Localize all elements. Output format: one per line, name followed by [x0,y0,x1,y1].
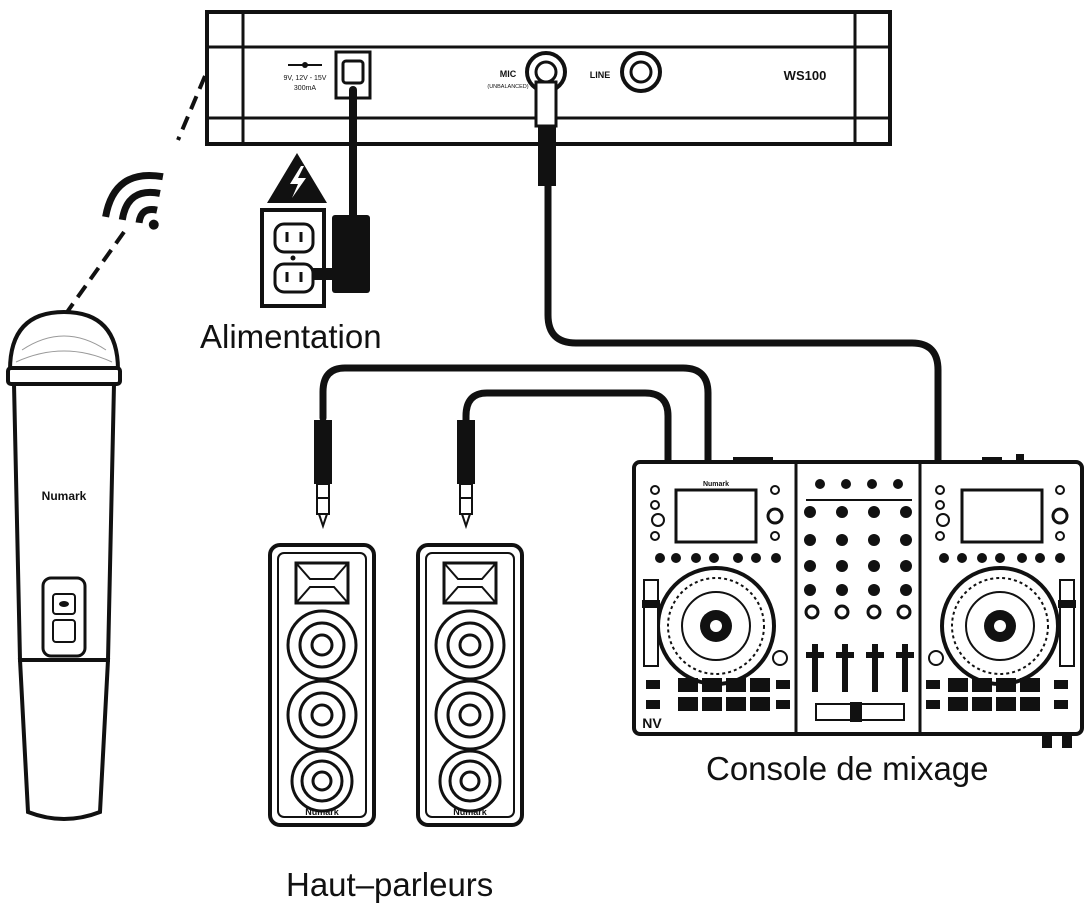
outlet-socket-top [273,222,315,254]
deck-left-pitch-fader[interactable] [642,579,660,667]
deck-left-pads[interactable] [678,678,770,711]
power-adapter [312,215,370,293]
mic-to-mixer-cable [544,181,942,466]
channel-faders[interactable] [806,644,914,692]
crossfader[interactable] [815,702,905,722]
speaker2-plug [457,420,475,530]
dj-controller: Numark [632,454,1084,748]
speaker-driver [290,749,354,813]
deck-right-display [960,488,1044,544]
speaker-brand: Numark [305,807,340,817]
mixer-to-speaker2-cable [462,389,672,466]
speaker1-plug [314,420,332,530]
deck-left-jog-wheel[interactable] [656,566,776,686]
dc-polarity-icon [288,62,322,68]
deck-right-pitch-fader[interactable] [1058,579,1076,667]
model-label: WS100 [784,68,827,83]
speaker-right: Numark [416,543,524,827]
wifi-icon [102,172,164,230]
wireless-microphone: Numark [6,309,122,821]
microphone-brand: Numark [42,489,87,503]
line-label: LINE [590,70,611,80]
power-spec-line2: 300mA [294,85,317,92]
speaker-driver [438,749,502,813]
speakers-label: Haut–parleurs [286,866,494,903]
speaker-driver [286,679,358,751]
deck-left: Numark [642,481,790,731]
mixer-to-speaker1-cable [319,364,712,466]
mixer-section [804,479,914,722]
microphone-power-switch[interactable] [41,576,87,658]
speaker-driver [434,609,506,681]
microphone-grille [6,309,122,386]
speaker-driver [434,679,506,751]
mic-sublabel: (UNBALANCED) [487,84,528,90]
mixer-knobs[interactable] [804,479,912,620]
deck-right [926,485,1076,711]
controller-model-mark: NV [642,715,662,731]
deck-right-buttons-row [939,553,1065,563]
mic-label: MIC [500,69,517,79]
power-outlet [260,153,370,308]
mixer-label: Console de mixage [706,750,989,787]
outlet-socket-bottom [273,262,315,294]
line-output-jack[interactable] [620,51,662,93]
controller-brand: Numark [703,481,729,488]
power-spec-line1: 9V, 12V - 15V [284,75,327,82]
deck-right-jog-wheel[interactable] [940,566,1060,686]
deck-left-buttons-row [655,553,781,563]
speaker-driver [286,609,358,681]
speaker-left: Numark [268,543,376,827]
speaker-brand: Numark [453,807,488,817]
power-label: Alimentation [200,318,382,355]
deck-right-pads[interactable] [948,678,1040,711]
cables [319,86,942,466]
deck-left-display [674,488,758,544]
high-voltage-warning-icon [267,153,327,203]
wireless-signal [58,75,207,324]
mic-cable-plug [534,80,558,186]
